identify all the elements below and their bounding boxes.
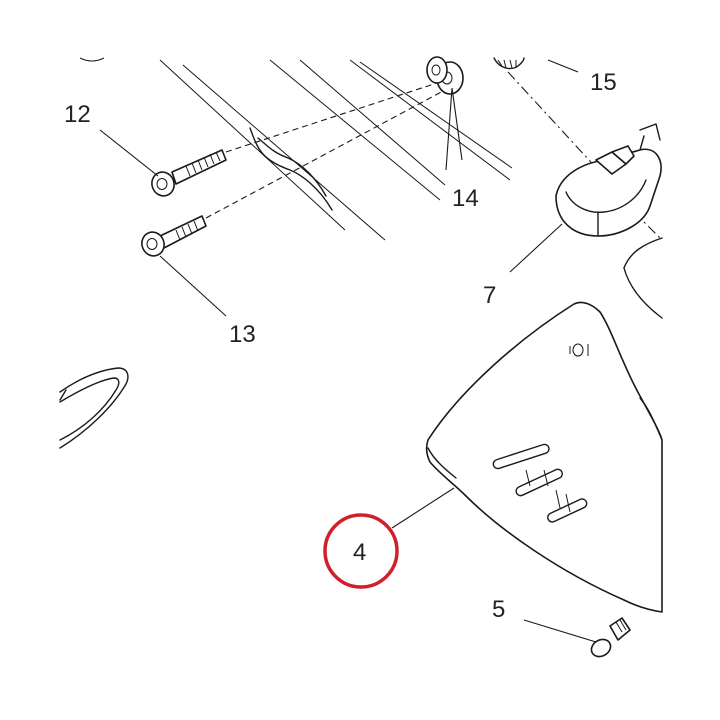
- callout-7: 7: [483, 282, 496, 309]
- callout-5: 5: [492, 596, 505, 623]
- callout-14: 14: [452, 185, 479, 212]
- washers-14: [426, 56, 464, 95]
- clamp-7: [555, 123, 662, 237]
- callout-13: 13: [229, 321, 256, 348]
- part-15: [493, 57, 525, 70]
- housing-right: [623, 237, 663, 319]
- screw-5: [590, 617, 631, 658]
- leader-lines: [99, 59, 597, 643]
- callout-15: 15: [590, 69, 617, 96]
- callout-12: 12: [64, 101, 91, 128]
- highlight-circle: [323, 513, 399, 589]
- bolt-12: [151, 149, 227, 197]
- cover-4: [425, 301, 663, 613]
- drive-belt: [59, 367, 129, 449]
- assembly-line-bolt-13: [205, 89, 446, 219]
- axis-line-15-7: [507, 71, 601, 173]
- callout-4: 4: [353, 539, 366, 566]
- assembly-line-bolt-12: [225, 81, 441, 153]
- bolt-13: [141, 215, 207, 257]
- frame-edge-lines: [79, 57, 513, 241]
